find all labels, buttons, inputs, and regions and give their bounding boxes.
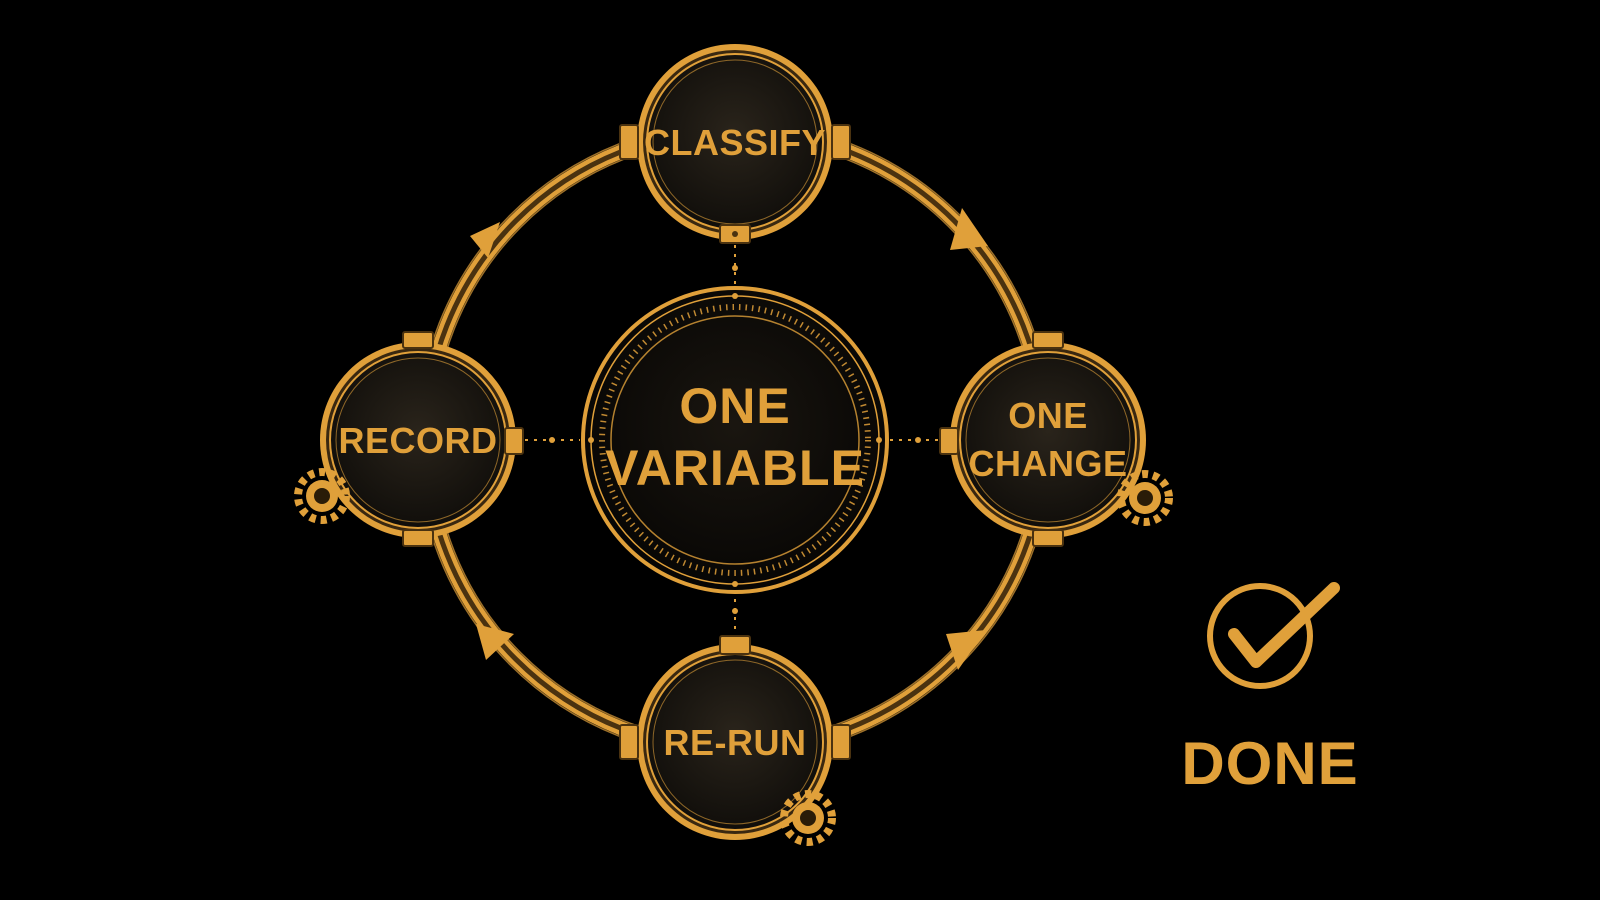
check-circle-icon bbox=[1207, 582, 1340, 689]
node-re-run[interactable]: RE-RUN bbox=[619, 635, 851, 846]
hub-label-line2: VARIABLE bbox=[605, 440, 865, 496]
done-label: DONE bbox=[1181, 730, 1358, 797]
arrow-icon-record-to-classify bbox=[470, 222, 500, 258]
node-label-one-change-line1: ONE bbox=[1008, 395, 1088, 436]
node-label-one-change-line2: CHANGE bbox=[968, 443, 1127, 484]
arrow-icon-change-to-rerun bbox=[946, 630, 986, 670]
hub-connectors bbox=[525, 245, 945, 632]
gear-icon bbox=[780, 790, 836, 846]
hub-one-variable: ONE VARIABLE bbox=[581, 286, 889, 594]
node-one-change[interactable]: ONE CHANGE bbox=[939, 331, 1173, 547]
node-label-re-run: RE-RUN bbox=[664, 722, 807, 763]
flow-arrows bbox=[470, 208, 988, 670]
gear-icon bbox=[294, 468, 350, 524]
hub-label-line1: ONE bbox=[679, 378, 790, 434]
arrow-icon-classify-to-change bbox=[950, 208, 988, 250]
node-classify[interactable]: CLASSIFY bbox=[619, 44, 851, 244]
gear-icon bbox=[1117, 470, 1173, 526]
done-indicator: DONE bbox=[1181, 582, 1358, 797]
node-label-record: RECORD bbox=[338, 420, 497, 461]
node-record[interactable]: RECORD bbox=[294, 331, 524, 547]
arrow-icon-rerun-to-record bbox=[476, 624, 514, 660]
node-label-classify: CLASSIFY bbox=[644, 122, 826, 163]
